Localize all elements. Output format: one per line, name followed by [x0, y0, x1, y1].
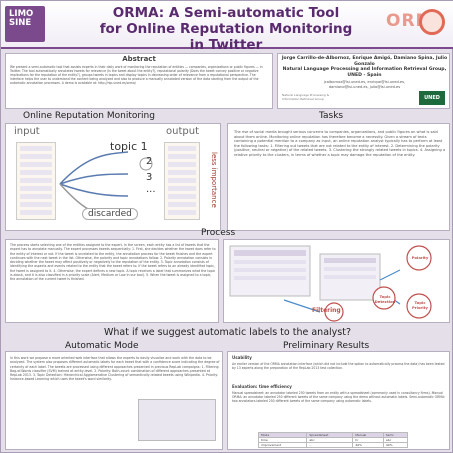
- abstract-title: Abstract: [122, 55, 156, 63]
- evaluation-heading: Evaluation: time efficiency: [232, 384, 292, 389]
- polarity-label: Polarity: [411, 255, 429, 260]
- email-line-1: jcalbornoz@lsi.uned.es, enrique@lsi.uned…: [323, 80, 406, 84]
- prelim-section: Usability An earlier version of the ORMA…: [227, 351, 450, 450]
- tasks-title: Tasks: [319, 111, 344, 121]
- names-text: Jorge Carrillo-de-Albornoz, Enrique Amig…: [281, 56, 448, 67]
- poster-title: ORMA: A Semi-automatic Tool for Online R…: [91, 5, 361, 53]
- orma-logo: ORM: [386, 7, 448, 39]
- auto-mode-title: Automatic Mode: [65, 341, 139, 351]
- authors-section: Jorge Carrillo-de-Albornoz, Enrique Amig…: [277, 53, 450, 109]
- auto-mode-section: In this work we propose a more oriented …: [5, 351, 223, 450]
- magnifier-icon: [419, 9, 445, 35]
- title-line-1: ORMA: A Semi-automatic Tool: [112, 5, 340, 21]
- tasks-section: The rise of social media brought serious…: [227, 123, 450, 231]
- results-table: Mode Spreadsheet Manual Semi time abc hr…: [257, 432, 409, 448]
- table-cell: improvement: [257, 442, 308, 448]
- author-emails: jcalbornoz@lsi.uned.es, enrique@lsi.uned…: [280, 80, 449, 89]
- logo-text-1: LIMO: [9, 9, 34, 19]
- table-cell: -: [306, 442, 354, 448]
- email-line-2: damiano@lsi.uned.es, julio@lsi.uned.es: [328, 84, 401, 89]
- table-row: improvement - 40% 40%: [257, 442, 409, 448]
- input-label: input: [14, 126, 40, 137]
- output-tweet-list: [164, 142, 200, 220]
- header: LIMO SINE ORMA: A Semi-automatic Tool fo…: [1, 1, 453, 53]
- topic-1-label: topic 1: [110, 140, 148, 153]
- process-diagram: [229, 245, 432, 322]
- process-text: The process starts selecting one of the …: [10, 243, 216, 282]
- question-heading: What if we suggest automatic labels to t…: [103, 327, 351, 338]
- process-title: Process: [201, 228, 236, 238]
- abstract-text: We present a semi-automatic tool that as…: [10, 65, 263, 85]
- abstract-section: Abstract We present a semi-automatic too…: [5, 53, 273, 109]
- more-topics-label: ...: [146, 184, 156, 195]
- topic-priority-label: Topic Priority: [411, 300, 429, 310]
- input-tweet-list: [16, 142, 56, 220]
- discarded-label: discarded: [82, 208, 138, 220]
- topic-detection-label: Topic Detection: [374, 294, 396, 304]
- topic-2-label: 2: [146, 156, 153, 167]
- logo-text-2: SINE: [9, 18, 32, 28]
- author-names: Jorge Carrillo-de-Albornoz, Enrique Amig…: [280, 56, 449, 78]
- topic-3-label: 3: [146, 172, 153, 183]
- limosine-logo: LIMO SINE: [5, 6, 45, 42]
- tasks-text: The rise of social media brought serious…: [234, 130, 446, 157]
- nlp-logo: Natural Language Processing & Informatio…: [282, 93, 330, 101]
- table-cell: 40%: [382, 442, 409, 448]
- evaluation-text: Manual spreadsheet: an annotator labeled…: [232, 391, 446, 404]
- orm-title: Online Reputation Monitoring: [23, 111, 155, 121]
- uned-logo: UNED: [419, 91, 445, 105]
- usability-text: An earlier version of the ORMA annotatio…: [232, 362, 445, 371]
- output-label: output: [166, 126, 199, 137]
- process-figure: Filtering Topic Detection Topic Priority…: [223, 239, 450, 323]
- filtering-label: Filtering: [312, 307, 341, 314]
- table-cell: 40%: [352, 442, 384, 448]
- importance-axis-label: less importance: [210, 152, 218, 208]
- orm-figure: input output topic 1 2 3 ... less import…: [5, 123, 221, 231]
- affiliation-text: Natural Language Processing and Informat…: [282, 67, 447, 78]
- process-text-section: The process starts selecting one of the …: [5, 239, 219, 323]
- title-line-2: for Online Reputation Monitoring in Twit…: [99, 21, 353, 53]
- auto-mode-text: In this work we propose a more oriented …: [10, 356, 220, 382]
- interface-screenshot: [138, 399, 216, 441]
- usability-heading: Usability: [232, 355, 252, 360]
- prelim-title: Preliminary Results: [283, 341, 370, 351]
